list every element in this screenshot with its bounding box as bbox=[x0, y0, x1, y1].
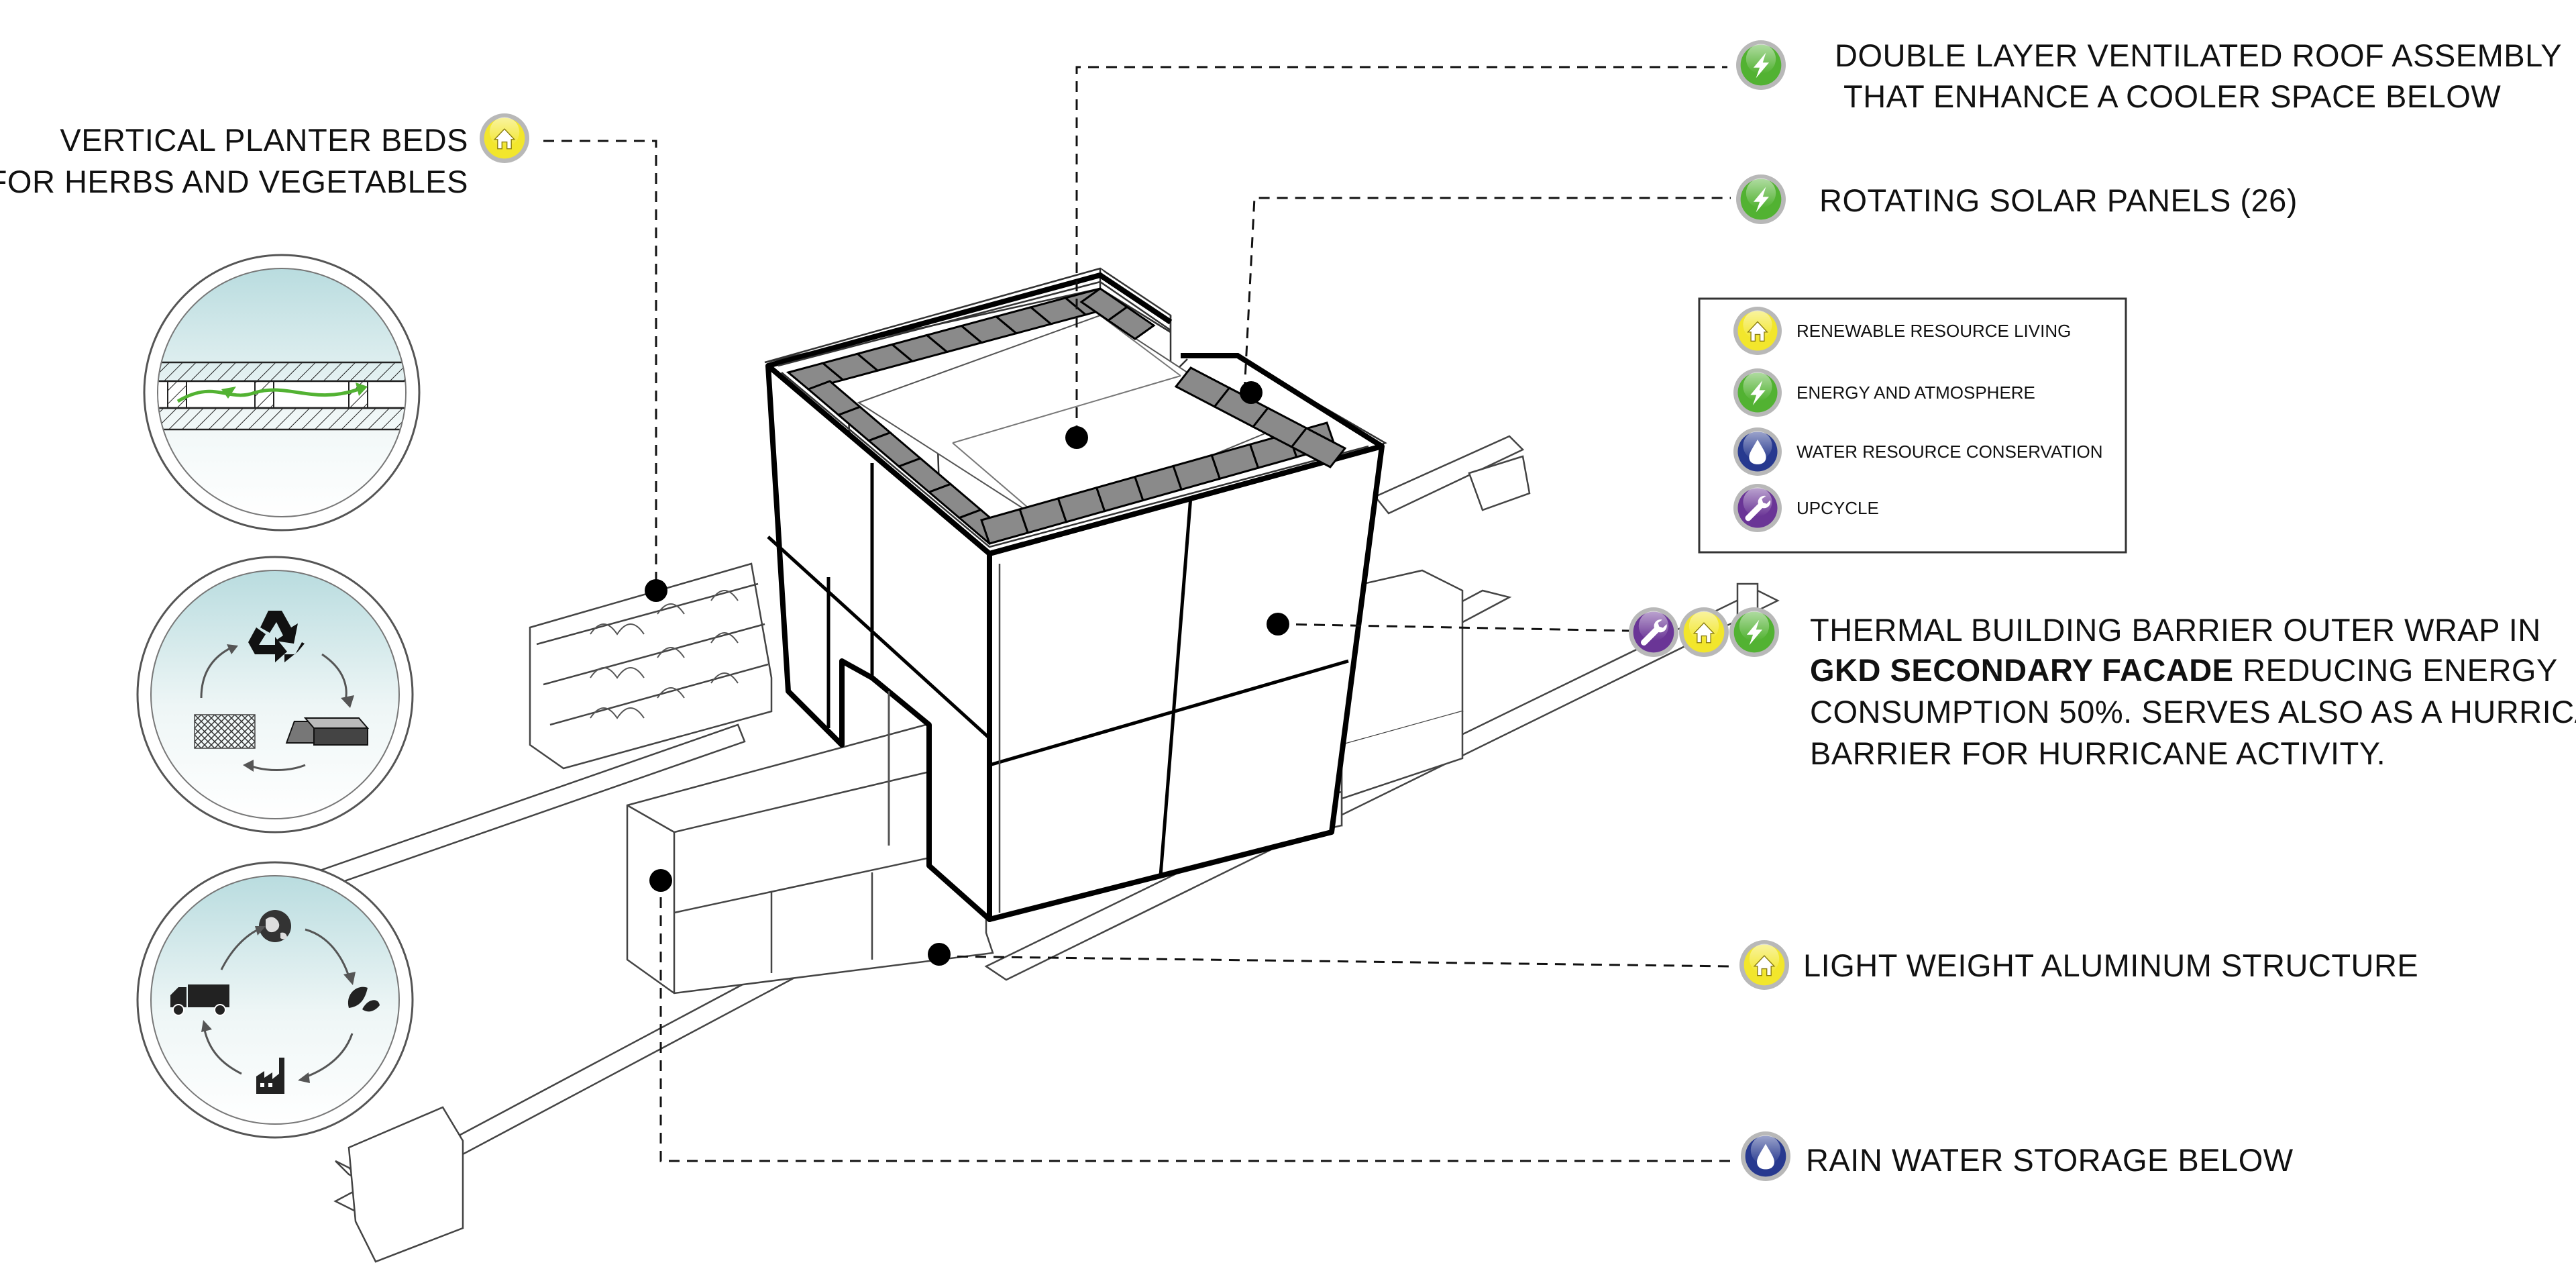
mesh-icon bbox=[194, 714, 256, 749]
detail-circle-lifecycle bbox=[136, 861, 414, 1139]
callout-thermal-line1: THERMAL BUILDING BARRIER OUTER WRAP IN bbox=[1810, 612, 2541, 648]
detail-circle-ventilated-roof bbox=[143, 254, 421, 531]
callout-structure: LIGHT WEIGHT ALUMINUM STRUCTURE bbox=[1803, 948, 2418, 983]
callout-thermal: THERMAL BUILDING BARRIER OUTER WRAP IN G… bbox=[1810, 612, 2576, 771]
callout-rain-line1: RAIN WATER STORAGE BELOW bbox=[1806, 1142, 2294, 1178]
solar-panel-array bbox=[786, 287, 1347, 545]
wrench-icon bbox=[1733, 484, 1782, 532]
callout-roof: DOUBLE LAYER VENTILATED ROOF ASSEMBLY TH… bbox=[1835, 38, 2562, 114]
callout-planter-line2: FOR HERBS AND VEGETABLES bbox=[0, 164, 468, 199]
callout-badges bbox=[480, 40, 1790, 1181]
lightning-icon bbox=[1733, 368, 1782, 417]
callout-thermal-line2: GKD SECONDARY FACADE REDUCING ENERGY bbox=[1810, 652, 2558, 688]
water-drop-icon bbox=[1733, 427, 1782, 476]
callout-thermal-line2-rest: REDUCING ENERGY bbox=[2234, 652, 2558, 688]
callout-thermal-line3: CONSUMPTION 50%. SERVES ALSO AS A HURRIC… bbox=[1810, 694, 2576, 729]
leader-lines bbox=[543, 66, 1734, 1162]
leaf-icon bbox=[347, 986, 380, 1012]
legend-item-label: WATER RESOURCE CONSERVATION bbox=[1796, 442, 2103, 462]
house-icon bbox=[1739, 940, 1789, 990]
callout-thermal-line4: BARRIER FOR HURRICANE ACTIVITY. bbox=[1810, 736, 2385, 771]
callout-roof-line1: DOUBLE LAYER VENTILATED ROOF ASSEMBLY bbox=[1835, 38, 2562, 73]
house-icon bbox=[1679, 607, 1729, 657]
callout-thermal-product: GKD SECONDARY FACADE bbox=[1810, 652, 2234, 688]
callout-structure-line1: LIGHT WEIGHT ALUMINUM STRUCTURE bbox=[1803, 948, 2418, 983]
house-icon bbox=[480, 113, 529, 163]
callout-planter: VERTICAL PLANTER BEDS FOR HERBS AND VEGE… bbox=[0, 122, 468, 199]
house-icon bbox=[1733, 307, 1782, 355]
legend-item-label: UPCYCLE bbox=[1796, 498, 1879, 518]
callout-solar-line1: ROTATING SOLAR PANELS (26) bbox=[1819, 183, 2298, 218]
legend-item-label: ENERGY AND ATMOSPHERE bbox=[1796, 383, 2035, 403]
legend-item-label: RENEWABLE RESOURCE LIVING bbox=[1796, 321, 2071, 341]
solar-panel bbox=[1106, 305, 1156, 340]
solar-panel bbox=[1290, 427, 1347, 468]
callout-planter-line1: VERTICAL PLANTER BEDS bbox=[60, 122, 468, 158]
wrench-icon bbox=[1629, 607, 1678, 657]
legend-item: ENERGY AND ATMOSPHERE bbox=[1733, 368, 2035, 417]
detail-circle-recycle bbox=[136, 556, 414, 833]
house-module bbox=[764, 267, 1387, 922]
globe-icon bbox=[259, 910, 291, 942]
legend-item: RENEWABLE RESOURCE LIVING bbox=[1733, 307, 2071, 355]
callout-rain: RAIN WATER STORAGE BELOW bbox=[1806, 1142, 2294, 1178]
legend-item: UPCYCLE bbox=[1733, 484, 1879, 532]
lightning-icon bbox=[1736, 174, 1786, 224]
recycle-icon bbox=[248, 611, 305, 662]
truck-icon bbox=[170, 984, 229, 1016]
callout-solar: ROTATING SOLAR PANELS (26) bbox=[1819, 183, 2298, 218]
lightning-icon bbox=[1729, 607, 1779, 657]
callout-roof-line2: THAT ENHANCE A COOLER SPACE BELOW bbox=[1843, 79, 2501, 114]
factory-icon bbox=[256, 1058, 284, 1094]
legend-item: WATER RESOURCE CONSERVATION bbox=[1733, 427, 2103, 476]
planter-rack bbox=[529, 562, 773, 770]
airflow-arrows-icon bbox=[176, 386, 363, 403]
water-drop-icon bbox=[1741, 1131, 1790, 1181]
lightning-icon bbox=[1736, 40, 1786, 90]
legend: RENEWABLE RESOURCE LIVING ENERGY AND ATMO… bbox=[1698, 297, 2127, 554]
